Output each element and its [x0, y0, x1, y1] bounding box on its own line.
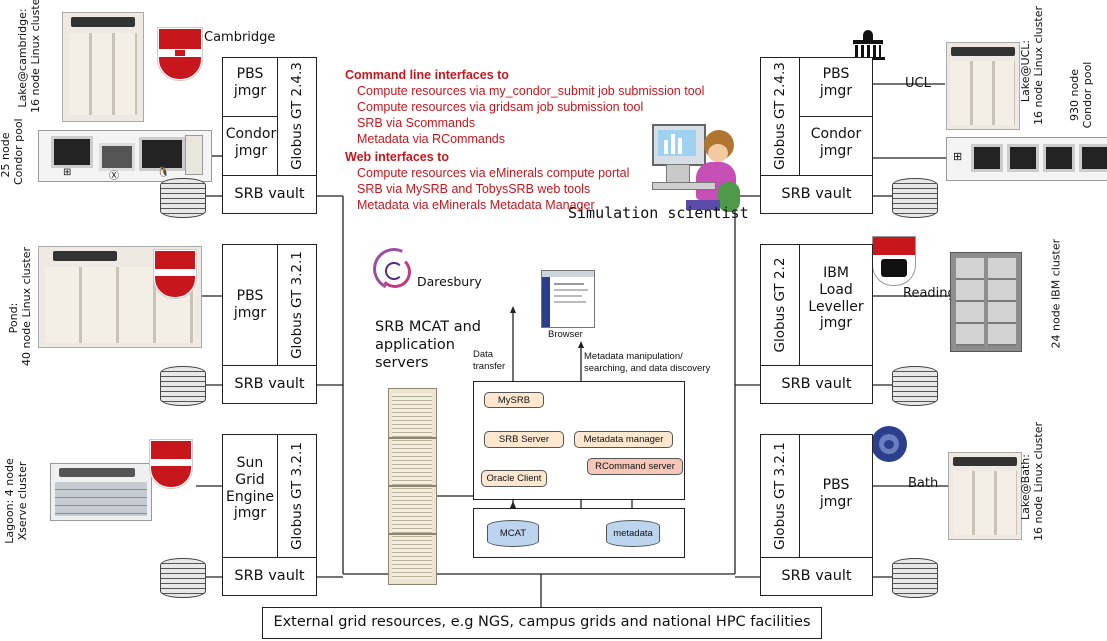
globus-box[interactable]	[760, 434, 800, 558]
ibm-cluster-image	[950, 252, 1022, 352]
srb-vault-box[interactable]	[760, 175, 873, 214]
srb-disk-icon	[892, 178, 938, 218]
web-item: Compute resources via eMinerals compute …	[357, 166, 630, 180]
linux-cluster-image	[62, 12, 144, 122]
ucl-caption: UCL	[905, 76, 931, 91]
pbs-jmgr-box[interactable]	[799, 57, 873, 117]
cambridge-shield-icon	[150, 440, 192, 488]
srb-vault-label: SRB vault	[781, 568, 852, 584]
globus-label: Globus GT 2.4.3	[772, 62, 788, 170]
cli-item: SRB via Scommands	[357, 116, 476, 130]
cluster-label-lake-cambridge: Lake@cambridge: 16 node Linux cluster	[16, 0, 42, 113]
linux-cluster-image	[946, 42, 1020, 130]
bath-caption: Bath	[908, 476, 939, 491]
mcat-db-node[interactable]: MCAT	[487, 520, 539, 547]
xserve-cluster-image	[50, 463, 152, 521]
web-item: Metadata via eMinerals Metadata Manager	[357, 198, 595, 212]
globus-label: Globus GT 3.2.1	[772, 442, 788, 550]
srb-vault-box[interactable]	[760, 557, 873, 596]
cluster-label-lake-bath: Lake@Bath: 16 node Linux cluster	[1019, 422, 1045, 541]
linux-cluster-image	[948, 452, 1022, 540]
srb-server-node[interactable]: SRB Server	[484, 431, 564, 448]
sge-jmgr-label: Sun Grid Engine jmgr	[226, 455, 274, 522]
srb-disk-icon	[160, 366, 206, 406]
condor-pool-image: ⊞ Ⓧ 🐧	[38, 130, 212, 182]
srb-disk-icon	[892, 558, 938, 598]
srb-disk-icon	[160, 178, 206, 218]
srb-vault-box[interactable]	[222, 175, 317, 214]
pbs-jmgr-label: PBS jmgr	[819, 477, 853, 510]
oracle-client-node[interactable]: Oracle Client	[481, 470, 547, 487]
external-grid-banner[interactable]	[262, 607, 822, 639]
cambridge-shield-icon	[158, 28, 202, 80]
cluster-label-lake-ucl: Lake@UCL: 16 node Linux cluster	[1019, 6, 1045, 125]
cambridge-caption: Cambridge	[204, 30, 276, 45]
globus-box[interactable]	[277, 244, 317, 366]
pbs-jmgr-box[interactable]	[222, 57, 278, 117]
data-transfer-label: Data transfer	[473, 349, 506, 373]
simulation-scientist-label: Simulation scientist	[568, 204, 749, 222]
reading-caption: Reading	[903, 286, 956, 301]
cli-item: Compute resources via my_condor_submit j…	[357, 84, 705, 98]
condor-jmgr-box[interactable]	[222, 116, 278, 176]
srb-vault-box[interactable]	[760, 365, 873, 404]
cluster-label-lagoon: Lagoon: 4 node Xserve cluster	[3, 458, 29, 544]
srb-vault-label: SRB vault	[781, 186, 852, 202]
interfaces-text: Command line interfaces to Compute resou…	[345, 67, 745, 213]
scientist-illustration	[646, 122, 746, 220]
cambridge-shield-icon	[154, 250, 196, 298]
srb-vault-box[interactable]	[222, 557, 317, 596]
pbs-jmgr-label: PBS jmgr	[233, 288, 267, 321]
cli-heading: Command line interfaces to	[345, 68, 509, 82]
condor-jmgr-label: Condor jmgr	[225, 126, 277, 159]
metadata-db-node[interactable]: metadata	[606, 520, 660, 547]
cli-item: Metadata via RCommands	[357, 132, 505, 146]
globus-box[interactable]	[277, 57, 317, 176]
pool-label-25-node: 25 node Condor pool	[0, 118, 25, 185]
ibm-loadleveller-jmgr-label: IBM Load Leveller jmgr	[808, 265, 864, 332]
srb-vault-label: SRB vault	[781, 376, 852, 392]
mysrb-node[interactable]: MySRB	[484, 392, 544, 408]
pbs-jmgr-label: PBS jmgr	[233, 66, 267, 99]
bath-logo-icon	[871, 426, 907, 462]
condor-pool-image: ⊞	[946, 137, 1107, 181]
external-grid-label: External grid resources, e.g NGS, campus…	[273, 614, 811, 630]
globus-box[interactable]	[760, 244, 800, 366]
srb-disk-icon	[160, 558, 206, 598]
server-rack-image	[388, 388, 437, 585]
mcat-title: SRB MCAT and application servers	[375, 319, 482, 372]
srb-disk-icon	[892, 366, 938, 406]
srb-vault-label: SRB vault	[234, 376, 305, 392]
pool-label-930-node: 930 node Condor pool	[1068, 61, 1094, 129]
cli-item: Compute resources via gridsam job submis…	[357, 100, 644, 114]
daresbury-caption: Daresbury	[417, 274, 482, 289]
cluster-label-pond: Pond: 40 node Linux cluster	[7, 247, 33, 366]
srb-vault-box[interactable]	[222, 365, 317, 404]
web-item: SRB via MySRB and TobysSRB web tools	[357, 182, 591, 196]
globus-box[interactable]	[277, 434, 317, 558]
globus-label: Globus GT 3.2.1	[289, 251, 305, 359]
condor-jmgr-label: Condor jmgr	[810, 126, 862, 159]
rcommand-server-node[interactable]: RCommand server	[587, 458, 683, 475]
metadata-manager-node[interactable]: Metadata manager	[574, 431, 673, 448]
browser-window-image[interactable]	[541, 270, 595, 328]
reading-shield-icon	[872, 236, 916, 286]
globus-label: Globus GT 2.2	[772, 257, 788, 353]
browser-label: Browser	[548, 329, 583, 340]
web-heading: Web interfaces to	[345, 150, 449, 164]
globus-label: Globus GT 2.4.3	[289, 62, 305, 170]
cluster-label-ibm: 24 node IBM cluster	[1049, 238, 1063, 349]
pbs-jmgr-label: PBS jmgr	[819, 66, 853, 99]
daresbury-logo-icon	[367, 242, 421, 296]
srb-vault-label: SRB vault	[234, 568, 305, 584]
globus-label: Globus GT 3.2.1	[289, 442, 305, 550]
srb-vault-label: SRB vault	[234, 186, 305, 202]
metadata-note-label: Metadata manipulation/ searching, and da…	[584, 351, 711, 375]
